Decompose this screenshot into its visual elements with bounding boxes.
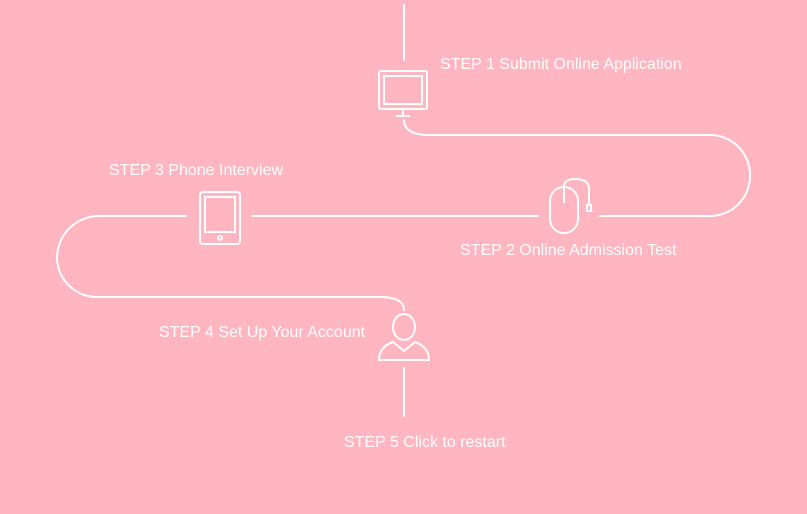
mouse-icon <box>549 177 592 234</box>
step-3-label: STEP 3 Phone Interview <box>109 162 284 179</box>
step-4-label: STEP 4 Set Up Your Account <box>159 324 366 341</box>
restart-link[interactable]: STEP 5 Click to restart <box>344 434 506 451</box>
monitor-icon <box>378 70 428 117</box>
step-1-label: STEP 1 Submit Online Application <box>440 56 682 73</box>
user-icon <box>377 313 431 361</box>
step-2-label: STEP 2 Online Admission Test <box>460 242 677 259</box>
tablet-icon <box>199 191 241 245</box>
